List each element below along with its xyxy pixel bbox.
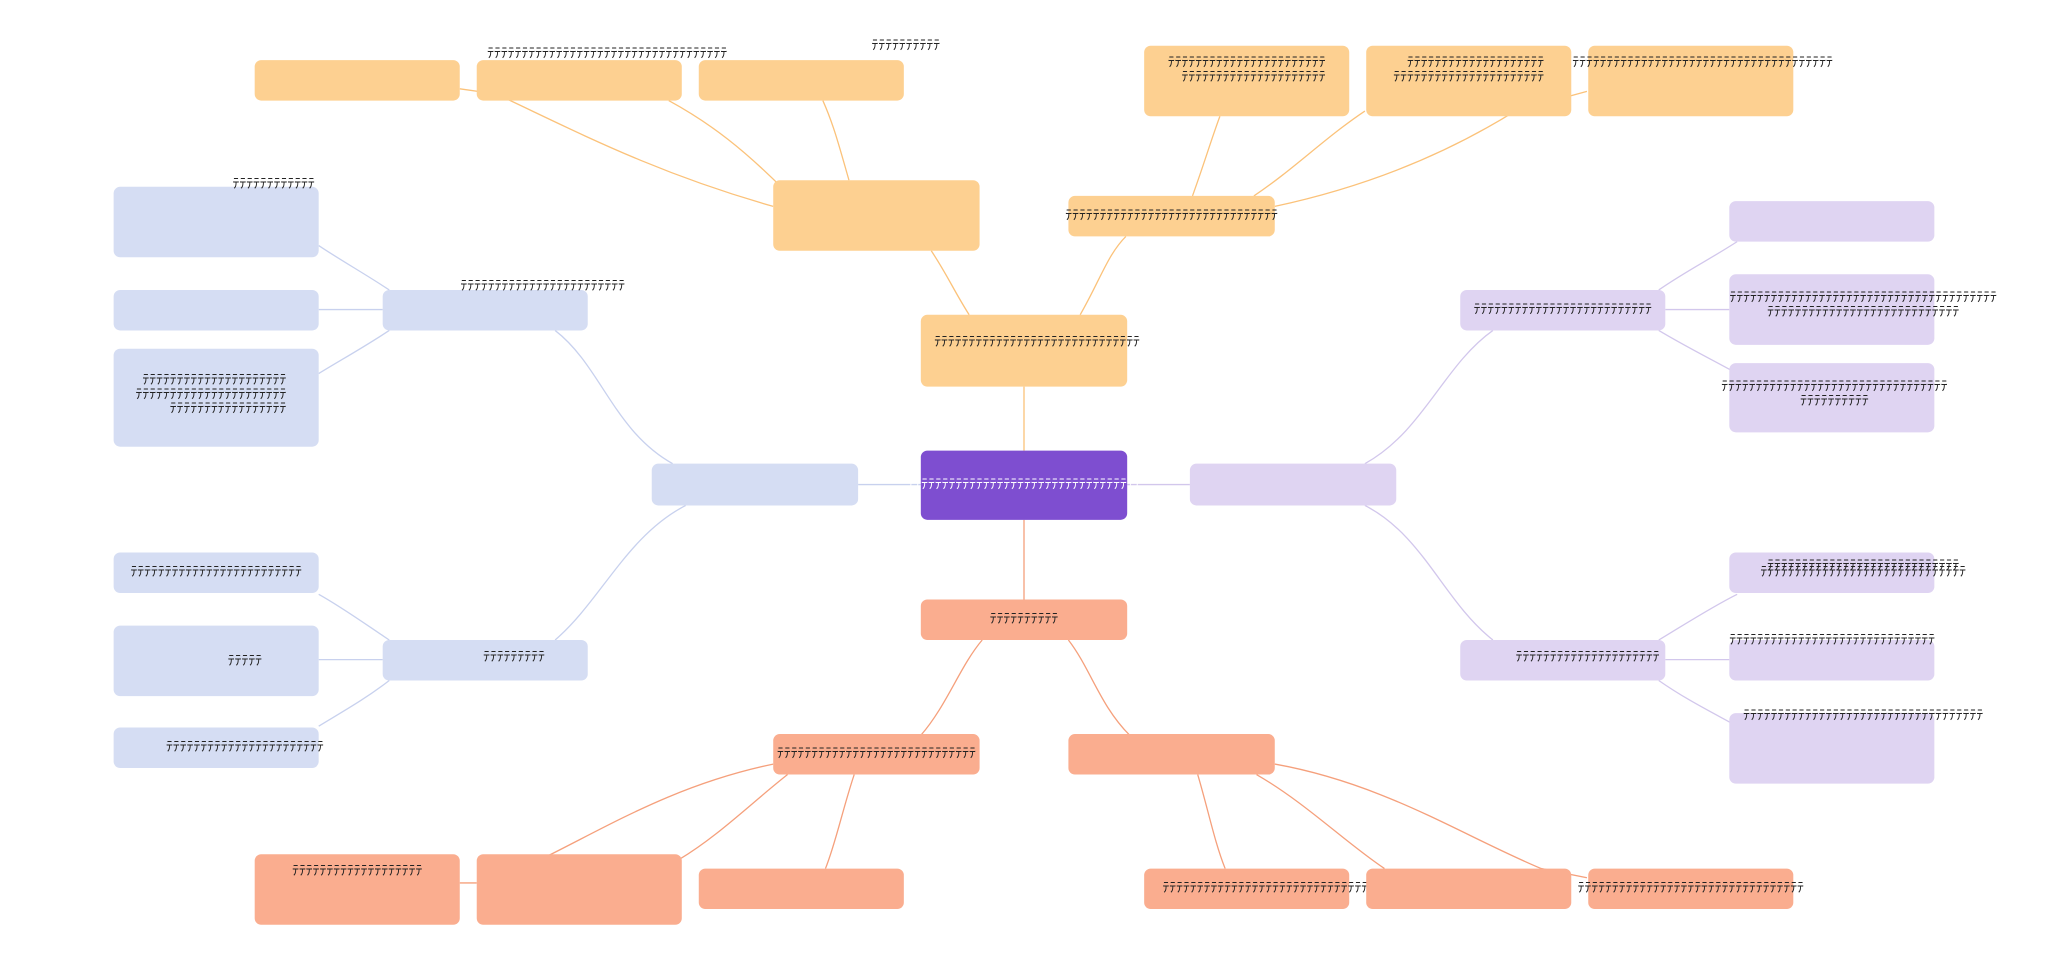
tl-leaf-1[interactable] [254, 60, 460, 101]
br-leaf-2[interactable] [1366, 868, 1572, 910]
tr-leaf-2[interactable]: ﾃﾃﾃﾃﾃﾃﾃﾃﾃﾃﾃﾃﾃﾃﾃﾃﾃﾃﾃﾃ ﾃﾃﾃﾃﾃﾃﾃﾃﾃﾃﾃﾃﾃﾃﾃﾃﾃﾃﾃ… [1366, 45, 1572, 117]
edge-bl-leaf3 [824, 774, 855, 869]
ll-sub-node[interactable]: ﾃﾃﾃﾃﾃﾃﾃﾃﾃ [382, 639, 588, 681]
tl-leaf-3[interactable]: ﾃﾃﾃﾃﾃﾃﾃﾃﾃﾃ [698, 39, 940, 101]
root-node[interactable]: ﾃﾃﾃﾃﾃﾃﾃﾃﾃﾃﾃﾃﾃﾃﾃﾃﾃﾃﾃﾃﾃﾃﾃﾃﾃﾃﾃﾃﾃﾃﾃﾃﾃﾃ [907, 450, 1141, 520]
rl-sub-node[interactable]: ﾃﾃﾃﾃﾃﾃﾃﾃﾃﾃﾃﾃﾃﾃﾃﾃﾃﾃﾃﾃﾃ [1460, 639, 1666, 681]
bl-leaf-2[interactable] [476, 854, 682, 925]
edge-br-leaf2 [1256, 773, 1385, 870]
tl-leaf-2[interactable]: ﾃﾃﾃﾃﾃﾃﾃﾃﾃﾃﾃﾃﾃﾃﾃﾃﾃﾃﾃﾃﾃﾃﾃﾃﾃﾃﾃﾃﾃﾃﾃﾃﾃﾃﾃ [476, 46, 727, 101]
edge-right-rlsub [1364, 504, 1494, 641]
edge-ll-leaf1 [318, 593, 390, 641]
edge-lu-leaf1 [318, 245, 390, 291]
edge-tl-leaf3 [822, 100, 850, 181]
edge-tl-leaf2 [668, 99, 785, 190]
edge-br-leaf3 [1274, 763, 1588, 879]
edge-rl-leaf1 [1658, 593, 1738, 641]
edge-ru-leaf3 [1658, 329, 1738, 375]
ru-leaf-3[interactable]: ﾃﾃﾃﾃﾃﾃﾃﾃﾃﾃﾃﾃﾃﾃﾃﾃﾃﾃﾃﾃﾃﾃﾃﾃﾃﾃﾃﾃﾃﾃﾃﾃﾃ ﾃﾃﾃﾃﾃﾃ… [1721, 363, 1948, 433]
rl-leaf-1[interactable]: ﾃﾃﾃﾃﾃﾃﾃﾃﾃﾃﾃﾃﾃﾃﾃﾃﾃﾃﾃﾃﾃﾃﾃﾃﾃﾃﾃﾃ ﾃﾃﾃﾃﾃﾃﾃﾃﾃﾃﾃ… [1729, 552, 1966, 593]
edge-top-topleftsub [930, 250, 970, 316]
top-left-sub-node[interactable] [773, 180, 980, 251]
edge-left-lusub [554, 329, 673, 465]
lu-leaf-1[interactable]: ﾃﾃﾃﾃﾃﾃﾃﾃﾃﾃﾃﾃ [113, 177, 319, 258]
bl-leaf-3[interactable] [698, 868, 904, 910]
ru-leaf-1[interactable] [1729, 201, 1935, 242]
bl-leaf-1[interactable]: ﾃﾃﾃﾃﾃﾃﾃﾃﾃﾃﾃﾃﾃﾃﾃﾃﾃﾃﾃ [254, 854, 460, 925]
edge-lu-leaf3 [318, 329, 390, 375]
edge-left-llsub [554, 504, 687, 641]
ru-sub-node[interactable]: ﾃﾃﾃﾃﾃﾃﾃﾃﾃﾃﾃﾃﾃﾃﾃﾃﾃﾃﾃﾃﾃﾃﾃﾃﾃﾃ [1460, 289, 1666, 331]
edge-br-leaf1 [1197, 774, 1226, 869]
edge-tr-leaf3 [1274, 90, 1588, 208]
lu-leaf-2[interactable] [113, 289, 319, 331]
edge-tr-leaf1 [1191, 116, 1221, 197]
edge-ll-leaf3 [318, 679, 390, 727]
edge-bottom-blsub [920, 639, 983, 736]
ll-leaf-1[interactable]: ﾃﾃﾃﾃﾃﾃﾃﾃﾃﾃﾃﾃﾃﾃﾃﾃﾃﾃﾃﾃﾃﾃﾃﾃﾃ [113, 552, 319, 593]
edge-tl-leaf1 [459, 88, 774, 207]
edge-ru-leaf1 [1658, 241, 1738, 291]
ru-leaf-2[interactable]: ﾃﾃﾃﾃﾃﾃﾃﾃﾃﾃﾃﾃﾃﾃﾃﾃﾃﾃﾃﾃﾃﾃﾃﾃﾃﾃﾃﾃﾃﾃﾃﾃﾃﾃﾃﾃﾃﾃﾃ … [1729, 274, 1997, 345]
rl-leaf-3[interactable]: ﾃﾃﾃﾃﾃﾃﾃﾃﾃﾃﾃﾃﾃﾃﾃﾃﾃﾃﾃﾃﾃﾃﾃﾃﾃﾃﾃﾃﾃﾃﾃﾃﾃﾃﾃ [1729, 709, 1983, 784]
edge-right-rusub [1364, 329, 1494, 465]
lu-leaf-3[interactable]: ﾃﾃﾃﾃﾃﾃﾃﾃﾃﾃﾃﾃﾃﾃﾃﾃﾃﾃﾃﾃﾃ ﾃﾃﾃﾃﾃﾃﾃﾃﾃﾃﾃﾃﾃﾃﾃﾃﾃﾃ… [113, 348, 319, 447]
br-leaf-1[interactable]: ﾃﾃﾃﾃﾃﾃﾃﾃﾃﾃﾃﾃﾃﾃﾃﾃﾃﾃﾃﾃﾃﾃﾃﾃﾃﾃﾃﾃﾃﾃﾃﾃﾃﾃﾃﾃﾃ [1144, 868, 1416, 910]
edge-bottom-brsub [1067, 639, 1131, 736]
ll-leaf-2[interactable]: ﾃﾃﾃﾃﾃ [113, 625, 319, 697]
right-branch-node[interactable] [1189, 463, 1397, 506]
left-branch-node[interactable] [651, 463, 859, 506]
ll-leaf-3[interactable]: ﾃﾃﾃﾃﾃﾃﾃﾃﾃﾃﾃﾃﾃﾃﾃﾃﾃﾃﾃﾃﾃﾃﾃ [113, 727, 324, 768]
edge-rl-leaf3 [1658, 679, 1738, 727]
br-leaf-3[interactable]: ﾃﾃﾃﾃﾃﾃﾃﾃﾃﾃﾃﾃﾃﾃﾃﾃﾃﾃﾃﾃﾃﾃﾃﾃﾃﾃﾃﾃﾃﾃﾃﾃﾃ [1578, 868, 1804, 910]
rl-leaf-2[interactable]: ﾃﾃﾃﾃﾃﾃﾃﾃﾃﾃﾃﾃﾃﾃﾃﾃﾃﾃﾃﾃﾃﾃﾃﾃﾃﾃﾃﾃﾃﾃ [1729, 633, 1935, 681]
top-right-sub-node[interactable]: ﾃﾃﾃﾃﾃﾃﾃﾃﾃﾃﾃﾃﾃﾃﾃﾃﾃﾃﾃﾃﾃﾃﾃﾃﾃﾃﾃﾃﾃﾃﾃ [1065, 195, 1278, 237]
top-branch-node[interactable]: ﾃﾃﾃﾃﾃﾃﾃﾃﾃﾃﾃﾃﾃﾃﾃﾃﾃﾃﾃﾃﾃﾃﾃﾃﾃﾃﾃﾃﾃﾃ [920, 314, 1140, 387]
edge-bl-leaf2b [678, 774, 788, 860]
tr-leaf-1[interactable]: ﾃﾃﾃﾃﾃﾃﾃﾃﾃﾃﾃﾃﾃﾃﾃﾃﾃﾃﾃﾃﾃﾃﾃ ﾃﾃﾃﾃﾃﾃﾃﾃﾃﾃﾃﾃﾃﾃﾃﾃ… [1144, 45, 1350, 117]
bl-sub-node[interactable]: ﾃﾃﾃﾃﾃﾃﾃﾃﾃﾃﾃﾃﾃﾃﾃﾃﾃﾃﾃﾃﾃﾃﾃﾃﾃﾃﾃﾃﾃ [773, 734, 980, 775]
br-sub-node[interactable] [1068, 734, 1275, 775]
edge-tr-leaf2 [1253, 110, 1366, 197]
edge-top-toprightsub [1079, 235, 1127, 316]
lu-sub-node[interactable]: ﾃﾃﾃﾃﾃﾃﾃﾃﾃﾃﾃﾃﾃﾃﾃﾃﾃﾃﾃﾃﾃﾃﾃﾃ [382, 279, 625, 331]
tr-leaf-3[interactable]: ﾃﾃﾃﾃﾃﾃﾃﾃﾃﾃﾃﾃﾃﾃﾃﾃﾃﾃﾃﾃﾃﾃﾃﾃﾃﾃﾃﾃﾃﾃﾃﾃﾃﾃﾃﾃﾃﾃ [1572, 45, 1833, 117]
bottom-branch-node[interactable]: ﾃﾃﾃﾃﾃﾃﾃﾃﾃﾃ [920, 599, 1128, 640]
edge-bl-leaf2 [548, 763, 774, 857]
